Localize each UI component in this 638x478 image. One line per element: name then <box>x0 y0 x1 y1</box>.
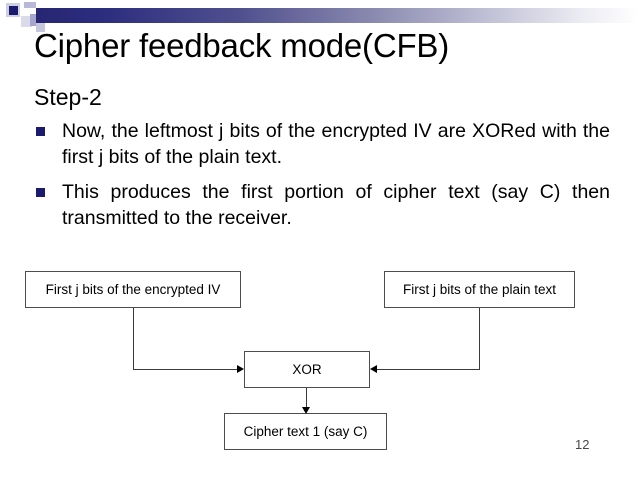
bullet-text: This produces the first portion of ciphe… <box>62 181 610 229</box>
header-gradient-bar <box>36 8 638 23</box>
square-bullet-icon <box>36 127 45 136</box>
deco-square-7 <box>36 23 45 32</box>
deco-square-5 <box>21 16 32 27</box>
arrow-into-xor-left <box>237 365 244 373</box>
deco-square-8 <box>14 20 20 28</box>
header-decoration <box>0 0 638 34</box>
list-item: Now, the leftmost j bits of the encrypte… <box>34 118 610 170</box>
deco-square-4 <box>24 2 36 8</box>
deco-square-6 <box>30 14 39 26</box>
connector-xor-vertical <box>306 388 307 408</box>
page-title: Cipher feedback mode(CFB) <box>34 27 450 64</box>
connector-iv-vertical <box>133 308 134 369</box>
arrow-into-xor-right <box>370 365 377 373</box>
square-bullet-icon <box>36 188 45 197</box>
bullet-text: Now, the leftmost j bits of the encrypte… <box>62 120 610 168</box>
step-label: Step-2 <box>34 84 102 110</box>
diagram-box-encrypted-iv: First j bits of the encrypted IV <box>25 271 241 308</box>
arrow-into-cipher-text <box>302 407 310 414</box>
diagram-box-cipher-text: Cipher text 1 (say C) <box>224 413 387 450</box>
connector-iv-horizontal <box>133 369 237 370</box>
deco-square-3 <box>22 9 29 16</box>
page-number: 12 <box>575 437 590 452</box>
diagram-box-xor: XOR <box>244 351 370 388</box>
connector-plain-vertical <box>479 308 480 369</box>
connector-plain-horizontal <box>377 369 480 370</box>
cfb-diagram: First j bits of the encrypted IV First j… <box>0 255 638 465</box>
bullet-list: Now, the leftmost j bits of the encrypte… <box>34 118 610 240</box>
list-item: This produces the first portion of ciphe… <box>34 179 610 231</box>
deco-square-2 <box>9 6 18 15</box>
diagram-box-plain-text: First j bits of the plain text <box>384 271 575 308</box>
